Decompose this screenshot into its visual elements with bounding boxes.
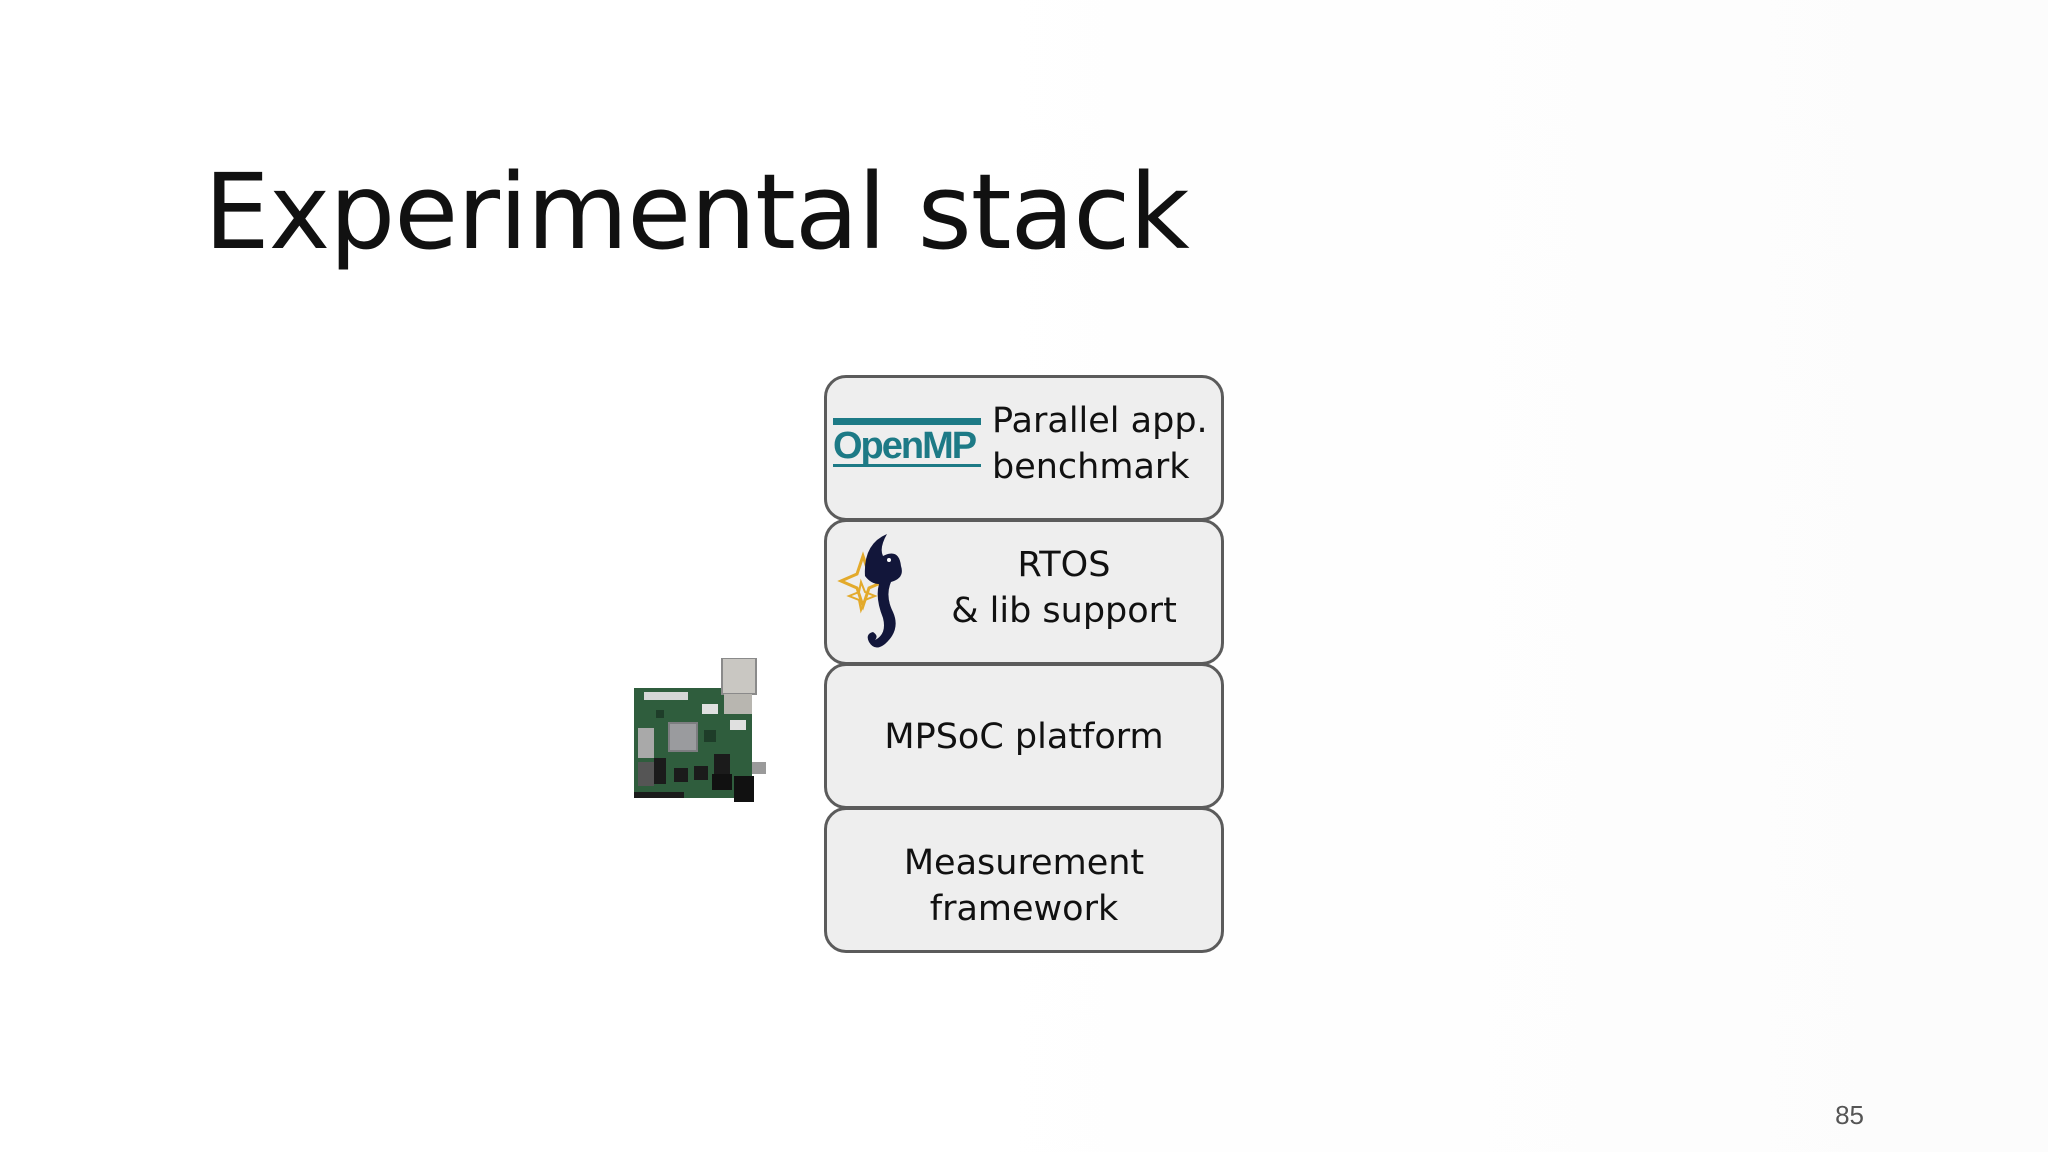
layer-measurement-framework: Measurement framework	[824, 807, 1224, 953]
layer-mpsoc-platform: MPSoC platform	[824, 663, 1224, 809]
layer-label-line: benchmark	[992, 447, 1190, 487]
layer-label: Measurement framework	[827, 840, 1221, 932]
layer-label-line: Measurement	[903, 843, 1145, 883]
seahorse-logo	[837, 534, 902, 648]
layer-parallel-app-benchmark: OpenMP Parallel app. benchmark	[824, 375, 1224, 521]
layer-label: Parallel app. benchmark	[992, 398, 1208, 490]
layer-label-line: RTOS	[1017, 545, 1111, 585]
slide-title: Experimental stack	[204, 151, 1190, 273]
layer-label-line: Parallel app.	[992, 401, 1208, 441]
layer-label-line: MPSoC platform	[884, 717, 1164, 757]
layer-label-line: framework	[929, 889, 1119, 929]
openmp-logo: OpenMP	[833, 418, 981, 467]
layer-label-line: & lib support	[951, 591, 1177, 631]
circuit-board-image	[634, 658, 766, 802]
page-number: 85	[1835, 1100, 1864, 1130]
stack-diagram: OpenMP Parallel app. benchmark RTOS & li…	[824, 375, 1224, 953]
layer-rtos-lib-support: RTOS & lib support	[824, 519, 1224, 665]
layer-label: RTOS & lib support	[944, 542, 1184, 634]
layer-label: MPSoC platform	[827, 714, 1221, 760]
openmp-logo-text: OpenMP	[833, 425, 977, 467]
